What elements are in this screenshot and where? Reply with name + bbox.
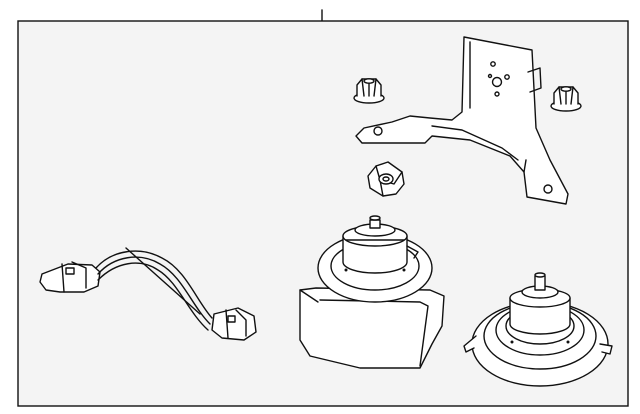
flange-nut-icon[interactable] xyxy=(550,86,582,112)
horn-icon[interactable] xyxy=(299,215,445,369)
flange-nut-icon[interactable] xyxy=(353,78,385,104)
horn-icon[interactable] xyxy=(463,272,613,387)
horn-bracket-icon[interactable] xyxy=(355,36,569,205)
flange-nut-icon[interactable] xyxy=(367,161,405,197)
wire-harness-icon[interactable] xyxy=(39,247,257,341)
